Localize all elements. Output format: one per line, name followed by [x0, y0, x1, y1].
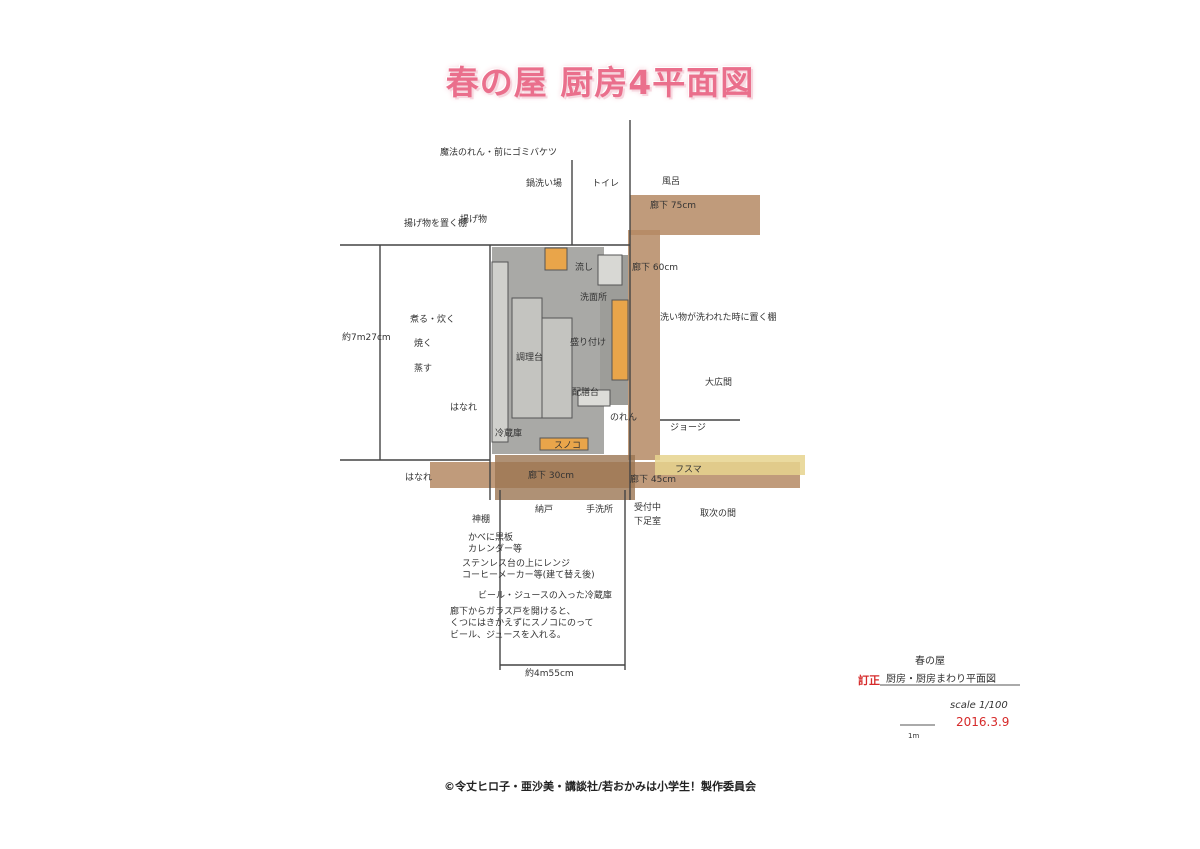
corridor-right [628, 230, 660, 460]
label-noren: のれん [610, 412, 637, 423]
copyright-notice: ©令丈ヒロ子・亜沙美・講談社/若おかみは小学生！製作委員会 [443, 780, 756, 793]
kitchen-equipment [491, 247, 629, 451]
label-hanare: はなれ [450, 402, 477, 413]
label-tearai: 手洗所 [586, 503, 613, 515]
sunoko-board [539, 437, 589, 451]
label-wash-area: 洗面所 [580, 291, 607, 303]
corridor-top [630, 195, 760, 235]
label-fried-shelf: 揚げ物を置く棚 [404, 217, 467, 229]
stamp-lines [880, 684, 1020, 726]
label-fusuma: フスマ [675, 465, 702, 475]
label-trash-note: 魔法のれん・前にゴミバケツ [440, 146, 557, 158]
label-serve-table: 配膳台 [572, 386, 599, 398]
island-table [541, 317, 573, 419]
stamp-unit: 1m [908, 732, 919, 740]
label-corridor-top: 廊下 75cm [650, 199, 696, 211]
label-cook-table: 調理台 [516, 351, 543, 363]
label-uketsuke: 受付中 [634, 501, 661, 513]
label-beer-note: ビール・ジュースの入った冷蔵庫 [478, 589, 612, 601]
label-dim-bottom: 約4m55cm [525, 667, 574, 679]
stamp-name: 春の屋 [915, 655, 945, 667]
stamp-date: 2016.3.9 [956, 715, 1009, 729]
wash-basin [597, 254, 623, 286]
label-hanare-bottom: はなれ [405, 472, 432, 483]
cook-table [511, 297, 543, 419]
label-serve: 盛り付け [570, 336, 606, 348]
label-fry: 揚げ物 [460, 213, 487, 225]
tatami-strip [655, 455, 805, 475]
label-bake: 焼く [414, 338, 432, 349]
label-bath: 風呂 [662, 176, 680, 187]
trash-bin [544, 247, 568, 271]
label-ohiroma: 大広間 [705, 376, 732, 388]
stamp-block: 春の屋 訂正 厨房・厨房まわり平面図 scale 1/100 2016.3.9 … [858, 655, 1009, 740]
walls [340, 120, 740, 670]
label-corridor-30: 廊下 30cm [528, 469, 574, 481]
label-steam: 蒸す [414, 362, 432, 374]
page-title: 春の屋 厨房4平面図 [445, 63, 755, 102]
label-geta: 下足室 [634, 515, 661, 527]
label-toilet: トイレ [592, 179, 619, 189]
label-corridor-45: 廊下 45cm [630, 473, 676, 485]
entry-floor [495, 455, 635, 500]
left-counter [491, 261, 509, 443]
label-bottom-note: 廊下からガラス戸を開けると、くつにはきかえずにスノコにのってビール、ジュースを入… [450, 605, 594, 640]
label-sunoko: スノコ [554, 441, 581, 451]
label-pot-wash: 鍋洗い場 [526, 177, 562, 189]
label-torizugi: 取次の間 [700, 507, 736, 519]
shelf-orange [611, 299, 629, 381]
label-jouji: ジョージ [670, 423, 706, 433]
label-cook-rice: 煮る・炊く [410, 313, 455, 325]
label-kamidana: 神棚 [472, 513, 490, 525]
label-stainless-note: ステンレス台の上にレンジコーヒーメーカー等(建て替え後) [462, 557, 595, 581]
stamp-scale: scale 1/100 [950, 700, 1008, 711]
label-shelf-note: 洗い物が洗われた時に置く棚 [660, 311, 777, 323]
stamp-correction: 訂正 [858, 673, 880, 687]
stamp-subject: 厨房・厨房まわり平面図 [886, 672, 996, 685]
corridor-floors [430, 195, 805, 500]
serve-table [577, 389, 611, 407]
label-kabe-note: かべに黒板カレンダー等 [468, 531, 522, 555]
label-nando: 納戸 [535, 503, 553, 515]
label-dim-left: 約7m27cm [342, 331, 391, 343]
label-fridge: 冷蔵庫 [495, 427, 522, 439]
label-sink: 流し [575, 261, 593, 273]
label-corridor-60: 廊下 60cm [632, 261, 678, 273]
